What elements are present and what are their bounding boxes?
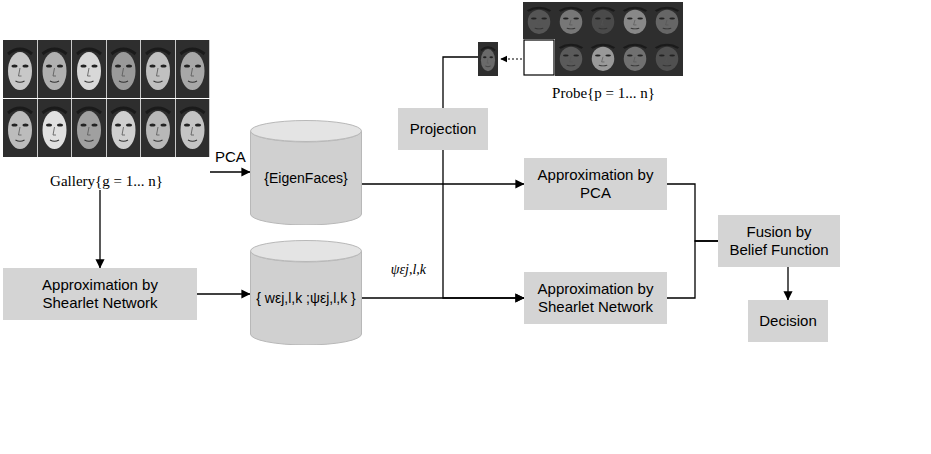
- node-label: {EigenFaces}: [264, 170, 347, 187]
- empty-slot: [524, 40, 554, 75]
- face-image: [523, 2, 555, 39]
- process-box: Approximation by Shearlet Network: [3, 268, 197, 320]
- face-image: [619, 39, 651, 76]
- node-label: Projection: [410, 120, 477, 138]
- face-image: [651, 39, 683, 76]
- node-label: Approximation by Shearlet Network: [532, 280, 659, 316]
- face-image: [555, 39, 587, 76]
- face-image: [107, 99, 141, 157]
- connector-arrow: [443, 57, 478, 108]
- face-image: [555, 2, 587, 39]
- node-label: Approximation by PCA: [532, 166, 659, 202]
- text-group: Gallery{g = 1... n}: [50, 172, 163, 190]
- text-group: Probe{p = 1... n}: [552, 84, 655, 102]
- node-label: { wεj,l,k ;ψεj,l,k }: [256, 290, 355, 307]
- face-image: [176, 99, 210, 157]
- text-group: Projection: [410, 120, 477, 138]
- text-group: {EigenFaces}: [264, 170, 347, 187]
- database-cylinder: { wεj,l,k ;ψεj,l,k }: [250, 240, 362, 345]
- text-group: Decision: [759, 312, 817, 330]
- text-group: Approximation by Shearlet Network: [27, 276, 173, 312]
- connector-arrow: [443, 150, 524, 298]
- database-cylinder: {EigenFaces}: [250, 120, 362, 225]
- face-image: [3, 40, 37, 98]
- node-label: Gallery{g = 1... n}: [50, 172, 163, 190]
- face-image: [3, 99, 37, 157]
- text-group: Approximation by PCA: [532, 166, 659, 202]
- face-image: [651, 2, 683, 39]
- decision-box: Decision: [748, 300, 828, 342]
- connector-arrow: [787, 267, 788, 300]
- node-label: Probe{p = 1... n}: [552, 84, 655, 102]
- cylinder-top: [251, 241, 362, 262]
- connector-arrow: [667, 184, 718, 241]
- face-image: [107, 40, 141, 98]
- face-image: [38, 40, 72, 98]
- gallery-faces: [3, 40, 210, 158]
- connector-arrow: [210, 171, 250, 172]
- cylinder-top: [251, 121, 362, 142]
- face-image: [587, 2, 619, 39]
- process-box: Approximation by PCA: [524, 158, 667, 210]
- connector-arrow: [667, 241, 718, 298]
- face-image: [72, 40, 106, 98]
- cylinder-body: [251, 251, 362, 345]
- node-label: Approximation by Shearlet Network: [27, 276, 173, 312]
- connector-arrow: [99, 190, 100, 268]
- probe-crop: [478, 42, 498, 76]
- dotted-arrow: [501, 58, 522, 59]
- probe-set: Probe{p = 1... n}: [478, 2, 684, 102]
- process-box: Projection: [398, 108, 488, 150]
- edge-label: ψεj,l,k: [389, 262, 428, 279]
- edge-label: PCA: [213, 148, 248, 166]
- process-box: Fusion by Belief Function: [718, 215, 840, 267]
- face-image: [141, 40, 175, 98]
- probe-faces: [478, 2, 684, 78]
- connector-arrow: [197, 293, 250, 294]
- face-image: [141, 99, 175, 157]
- text-group: { wεj,l,k ;ψεj,l,k }: [256, 290, 355, 307]
- gallery-set: Gallery{g = 1... n}: [3, 40, 210, 190]
- text-group: Approximation by Shearlet Network: [532, 280, 659, 316]
- text-group: Fusion by Belief Function: [726, 223, 832, 259]
- face-image: [72, 99, 106, 157]
- node-label: Fusion by Belief Function: [726, 223, 832, 259]
- process-box: Approximation by Shearlet Network: [524, 272, 667, 324]
- node-label: Decision: [759, 312, 817, 330]
- face-image: [38, 99, 72, 157]
- face-image: [587, 39, 619, 76]
- face-image: [619, 2, 651, 39]
- face-image: [176, 40, 210, 98]
- cylinder-body: [251, 131, 362, 225]
